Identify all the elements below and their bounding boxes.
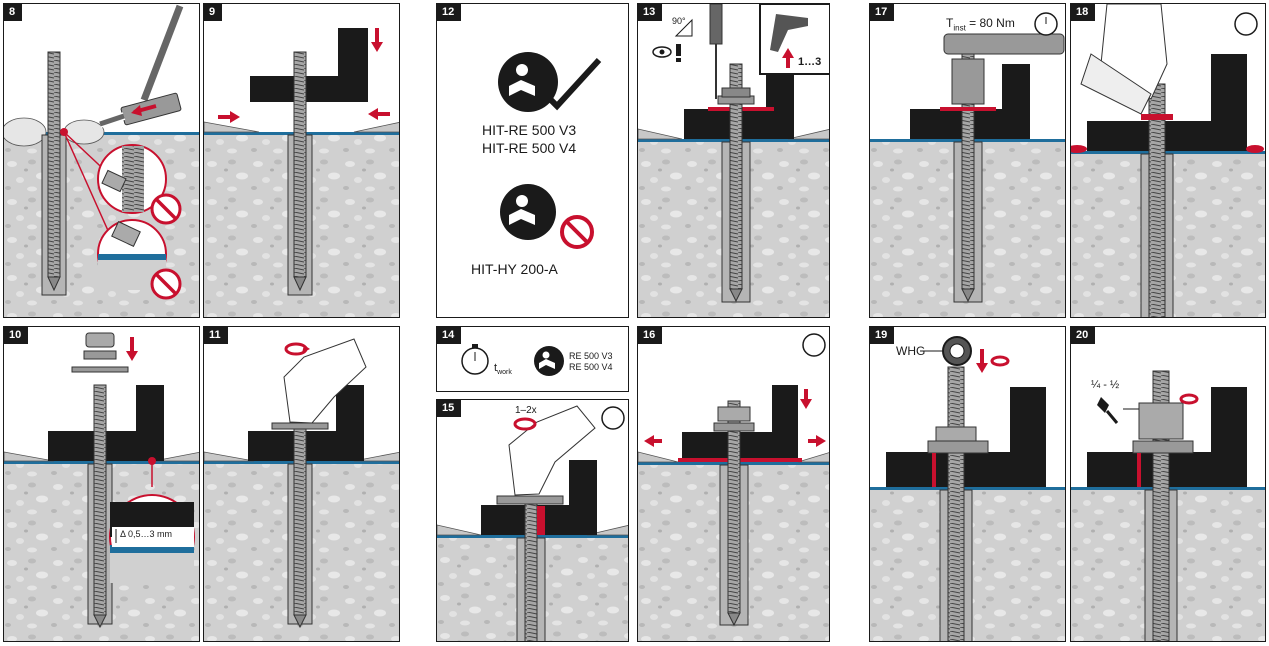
approved-product-2: HIT-RE 500 V4	[482, 140, 577, 156]
step-19-panel: 19 WHG	[869, 326, 1066, 642]
step-12-illustration	[498, 52, 602, 249]
working-time-label: twork	[494, 362, 512, 377]
step-number: 12	[437, 4, 462, 21]
read-manual-icon	[498, 52, 558, 112]
product-line-2: RE 500 V4	[569, 362, 613, 372]
stroke-count: 1…3	[798, 56, 822, 68]
step-number: 8	[4, 4, 23, 21]
step-19-illustration	[870, 336, 1065, 641]
checkmark-icon	[542, 57, 602, 111]
step-12-panel: 12 HIT-RE 500 V3 HIT-RE 500 V4 HIT-HY 20…	[436, 3, 629, 318]
washer-label: WHG	[896, 344, 926, 358]
step-8-illustration	[4, 4, 199, 317]
eye-icon	[652, 46, 672, 58]
step-13-panel: 13 90° 1…3	[637, 3, 830, 318]
torque-label: Tinst = 80 Nm	[946, 16, 1015, 33]
step-14-illustration	[461, 344, 564, 376]
approved-product-1: HIT-RE 500 V3	[482, 122, 577, 138]
step-20-illustration	[1071, 370, 1265, 641]
step-number: 10	[4, 327, 29, 344]
step-number: 13	[638, 4, 663, 21]
step-10-panel: 10 Δ 0,5…3 mm	[3, 326, 200, 642]
step-number: 18	[1071, 4, 1096, 21]
timer-icon	[601, 406, 625, 430]
turn-fraction: ¼ - ½	[1091, 379, 1120, 391]
step-9-panel: 9	[203, 3, 400, 318]
step-number: 19	[870, 327, 895, 344]
step-number: 20	[1071, 327, 1096, 344]
step-8-panel: 8	[3, 3, 200, 318]
step-17-panel: 17 Tinst = 80 Nm	[869, 3, 1066, 318]
step-number: 11	[204, 327, 228, 344]
step-11-panel: 11	[203, 326, 400, 642]
gap-tolerance: Δ 0,5…3 mm	[120, 529, 173, 539]
step-15-panel: 15 1–2x	[436, 399, 629, 642]
step-13-illustration	[638, 4, 829, 317]
step-number: 17	[870, 4, 895, 21]
step-18-illustration	[1071, 4, 1265, 317]
step-16-illustration	[638, 333, 829, 641]
turn-count: 1–2x	[515, 405, 537, 416]
angle-label: 90°	[672, 16, 686, 26]
wrench-icon	[1097, 397, 1109, 413]
step-number: 16	[638, 327, 663, 344]
step-9-illustration	[204, 28, 399, 317]
step-15-illustration	[437, 405, 628, 641]
step-20-panel: 20 ¼ - ½	[1070, 326, 1266, 642]
timer-icon	[1234, 12, 1258, 36]
step-number: 9	[204, 4, 223, 21]
step-14-panel: 14 twork RE 500 V3 RE 500 V4	[436, 326, 629, 392]
step-number: 15	[437, 400, 462, 417]
step-17-illustration	[870, 12, 1065, 317]
step-11-illustration	[204, 338, 399, 641]
timer-icon	[802, 333, 826, 357]
step-18-panel: 18	[1070, 3, 1266, 318]
disallowed-product: HIT-HY 200-A	[471, 261, 558, 277]
step-16-panel: 16	[637, 326, 830, 642]
product-line-1: RE 500 V3	[569, 351, 613, 361]
step-10-illustration	[4, 332, 199, 641]
step-number: 14	[437, 327, 462, 344]
